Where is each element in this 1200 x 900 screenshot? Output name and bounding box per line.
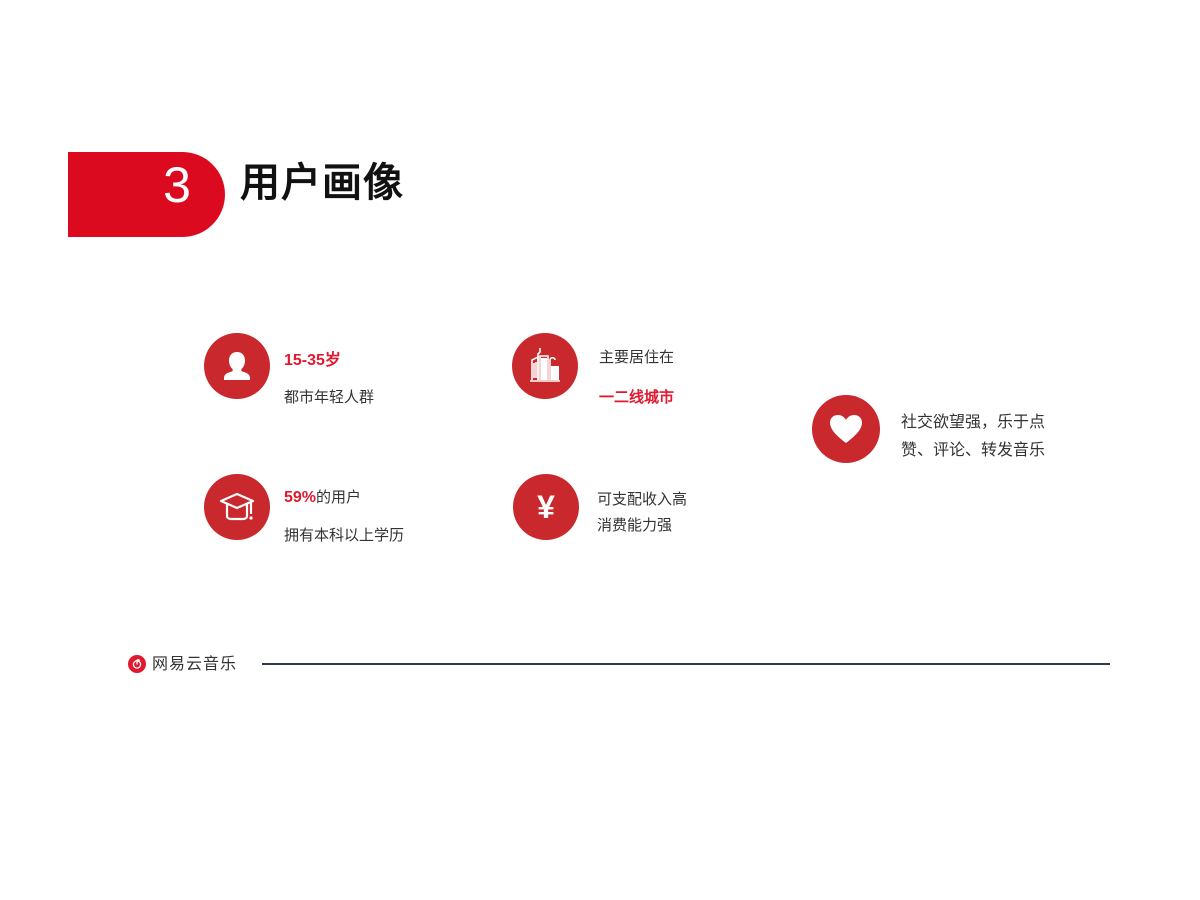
graduation-cap-icon [204,474,270,540]
buildings-icon [512,333,578,399]
income-line2: 消费能力强 [597,516,673,534]
yen-icon: ¥ [513,474,579,540]
netease-music-logo-icon [128,655,146,673]
education-percent: 59% [284,489,317,506]
education-description: 拥有本科以上学历 [284,526,405,544]
section-number-tab [68,152,225,237]
heart-icon [812,395,880,463]
social-line1: 社交欲望强，乐于点 [901,412,1046,431]
person-icon [204,333,270,399]
education-users: 的用户 [316,488,362,506]
social-line2: 赞、评论、转发音乐 [901,440,1046,459]
education-stat: 59%的用户 [284,486,361,507]
footer-divider [262,663,1110,665]
city-label: 主要居住在 [599,348,675,366]
age-range: 15-35岁 [284,352,341,369]
section-title: 用户画像 [240,160,404,206]
income-line1: 可支配收入高 [597,490,688,508]
footer-brand-name: 网易云音乐 [152,654,238,673]
city-tier: 一二线城市 [599,388,675,406]
age-description: 都市年轻人群 [284,388,375,406]
section-number: 3 [163,157,191,213]
